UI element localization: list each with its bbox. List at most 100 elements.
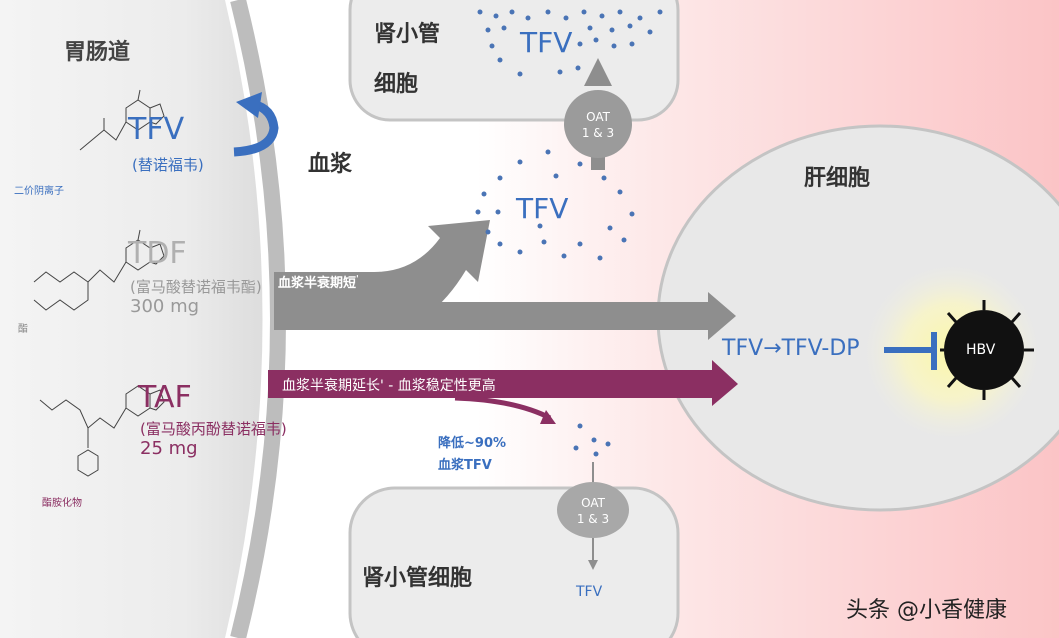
reduce-text-line2: 血浆TFV (438, 458, 492, 473)
oat-bottom-label-2: 1 & 3 (576, 512, 610, 526)
tdf-form: 酯 (18, 324, 28, 335)
tfv-dot (537, 223, 543, 229)
tfv-dot (609, 27, 615, 33)
tfv-dot (577, 161, 583, 167)
kidney-top-label-line1: 肾小管 (374, 22, 441, 47)
tfv-dot (621, 237, 627, 243)
oat-top-arrowhead (584, 58, 612, 86)
tfv-dot (495, 209, 501, 215)
tfv-dot (497, 175, 503, 181)
tfv-dot (577, 41, 583, 47)
tfv-dots-plasma (475, 149, 635, 261)
gi-tract-label: 胃肠道 (64, 40, 131, 65)
tfv-dot (553, 173, 559, 179)
tdf-name: TDF (128, 236, 187, 271)
taf-cn: (富马酸丙酚替诺福韦) (140, 420, 287, 438)
taf-name: TAF (138, 380, 192, 415)
tfv-dot (497, 57, 503, 63)
taf-form: 酯胺化物 (42, 498, 82, 509)
tdf-long-arrow (274, 292, 736, 340)
tfv-dot (489, 43, 495, 49)
tfv-bottom-out: TFV (576, 584, 603, 600)
tfv-dot (629, 211, 635, 217)
tfv-dot (541, 239, 547, 245)
tfv-form: 二价阴离子 (14, 186, 64, 197)
tfv-dot (573, 445, 579, 451)
liver-label: 肝细胞 (804, 166, 871, 191)
tfv-dot (627, 23, 633, 29)
tfv-cloud-plasma-label: TFV (516, 192, 569, 225)
tfv-cn: (替诺福韦) (132, 156, 204, 174)
tfv-dot (509, 9, 515, 15)
tfv-dot (501, 25, 507, 31)
tfv-conversion: TFV→TFV-DP (722, 336, 860, 361)
hbv-label: HBV (966, 342, 996, 358)
hbv-virus (944, 310, 1024, 390)
tfv-dot (597, 255, 603, 261)
tfv-cloud-top-label: TFV (520, 26, 573, 59)
taf-arrow (268, 360, 738, 406)
tfv-dot (577, 241, 583, 247)
taf-branch (454, 395, 552, 421)
tfv-dot (617, 9, 623, 15)
tfv-dot (587, 25, 593, 31)
tfv-dot (637, 15, 643, 21)
taf-arrow-text: 血浆半衰期延长' - 血浆稳定性更高 (282, 378, 496, 394)
tfv-dot (581, 9, 587, 15)
tfv-dot (605, 441, 611, 447)
tfv-dot (617, 189, 623, 195)
tfv-dot (485, 27, 491, 33)
kidney-top-label-line2: 细胞 (374, 72, 419, 97)
tfv-dot (517, 159, 523, 165)
tfv-dot (497, 241, 503, 247)
hbv-spikes (940, 300, 1034, 400)
tfv-dot (563, 15, 569, 21)
taf-branch-head (540, 410, 556, 424)
reduce-text-line1: 降低~90% (438, 436, 507, 451)
tfv-name: TFV (128, 112, 185, 147)
oat-bottom-label-1: OAT (581, 496, 605, 510)
tfv-dot (629, 41, 635, 47)
tfv-dot (477, 9, 483, 15)
tfv-dot (601, 175, 607, 181)
tfv-dot (657, 9, 663, 15)
tfv-dot (575, 65, 581, 71)
tfv-dot (557, 69, 563, 75)
chem-structures (33, 89, 165, 477)
watermark: 头条 @小香健康 (846, 598, 1007, 623)
tfv-dot (647, 29, 653, 35)
tdf-dose: 300 mg (130, 296, 200, 317)
tfv-dot (611, 43, 617, 49)
tfv-dot (485, 229, 491, 235)
tdf-arrow-text: 血浆半衰期短' (278, 274, 359, 291)
tfv-dot (475, 209, 481, 215)
tfv-dot (599, 13, 605, 19)
tfv-dot (545, 149, 551, 155)
tfv-dot (561, 253, 567, 259)
tfv-dot (591, 437, 597, 443)
taf-dose: 25 mg (140, 438, 198, 459)
tfv-dot (593, 37, 599, 43)
gi-tract-region (0, 0, 263, 638)
tfv-dot (545, 9, 551, 15)
tfv-dot (577, 423, 583, 429)
tfv-curved-arrow (233, 99, 279, 157)
kidney-bottom-label: 肾小管细胞 (362, 566, 473, 591)
oat-top-label-1: OAT (586, 110, 610, 124)
kidney-cell-top (348, 0, 680, 122)
tfv-dot (517, 71, 523, 77)
tfv-dots-top (477, 9, 663, 77)
tfv-dots-reduced (573, 423, 611, 457)
tfv-dot (517, 249, 523, 255)
plasma-label: 血浆 (308, 152, 353, 177)
oat-top-circle (564, 90, 632, 158)
oat-top-label-2: 1 & 3 (581, 126, 615, 140)
tfv-dot (493, 13, 499, 19)
tdf-cn: (富马酸替诺福韦酯) (130, 278, 262, 296)
tfv-dot (593, 451, 599, 457)
tfv-dot (525, 15, 531, 21)
tfv-dot (607, 225, 613, 231)
oat-bottom-circle (557, 482, 629, 538)
tfv-curved-arrowhead (236, 92, 262, 118)
